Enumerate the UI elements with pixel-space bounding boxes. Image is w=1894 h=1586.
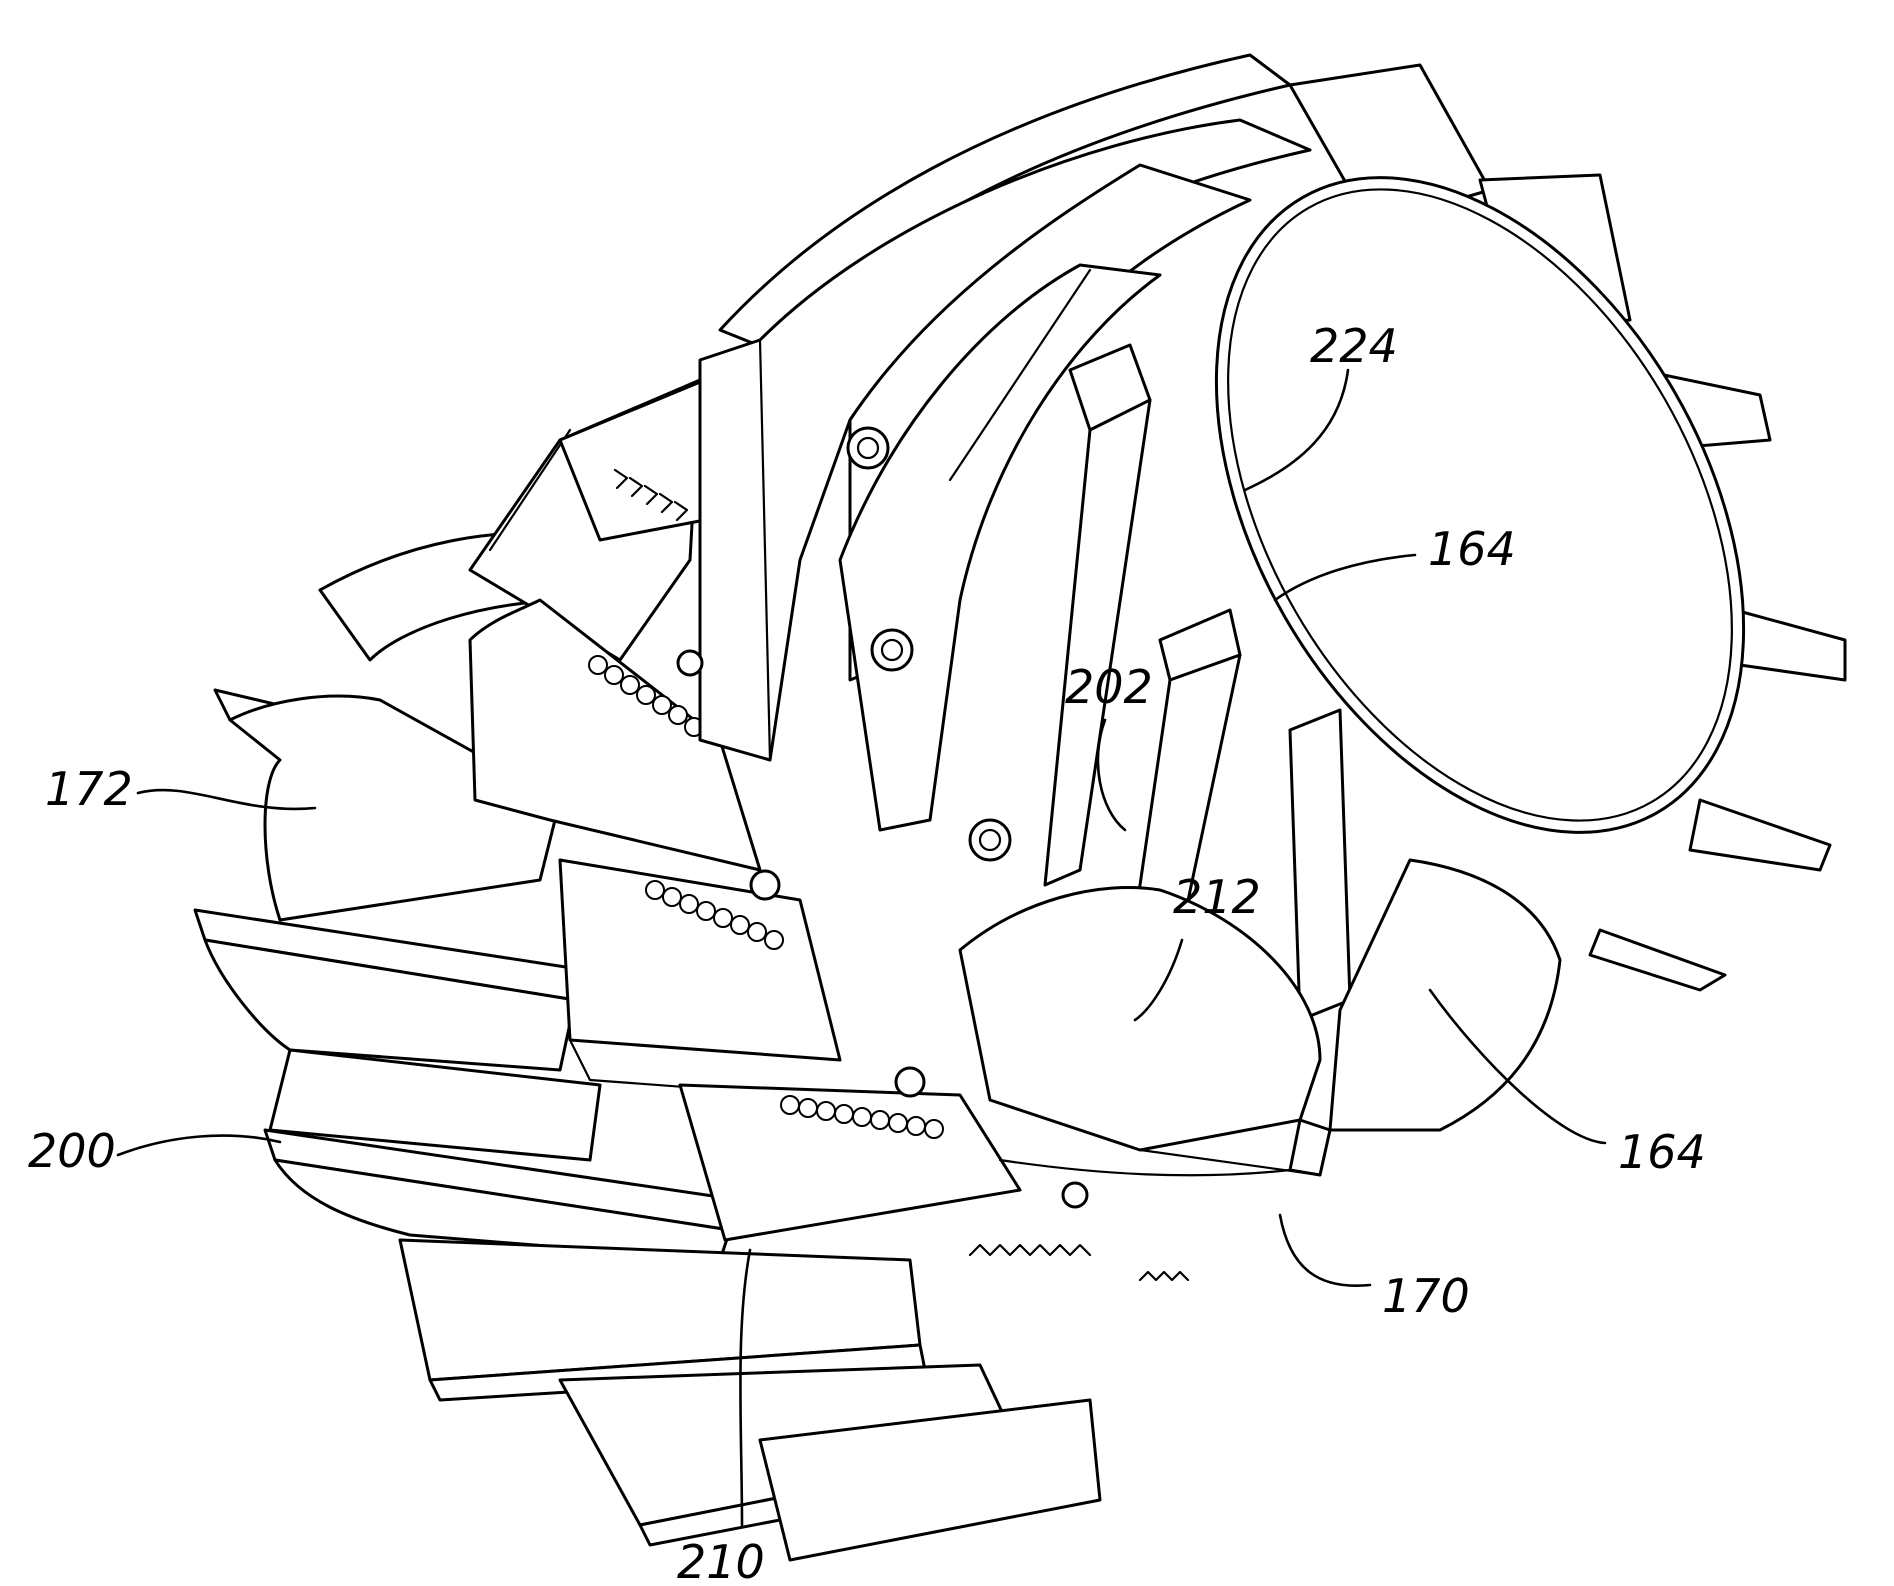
bolt-icon — [848, 428, 888, 468]
label-164-right: 164 — [1618, 1125, 1706, 1179]
leader-202 — [1098, 720, 1125, 830]
label-172: 172 — [45, 762, 133, 816]
label-170: 170 — [1382, 1269, 1470, 1323]
label-210: 210 — [677, 1535, 765, 1586]
leader-170 — [1280, 1215, 1370, 1286]
bolt-icon — [872, 630, 912, 670]
gauge-pad-170 — [1290, 1120, 1330, 1175]
label-202: 202 — [1065, 660, 1153, 714]
leader-200 — [118, 1136, 280, 1155]
bolt-icon — [1063, 1183, 1087, 1207]
label-224: 224 — [1310, 319, 1398, 373]
bolt-icon — [970, 820, 1010, 860]
bolt-icon — [896, 1068, 924, 1096]
label-200: 200 — [28, 1124, 116, 1178]
label-164-top: 164 — [1428, 522, 1516, 576]
bolt-icon — [678, 651, 702, 675]
bolt-icon — [751, 871, 779, 899]
label-212: 212 — [1173, 870, 1261, 924]
